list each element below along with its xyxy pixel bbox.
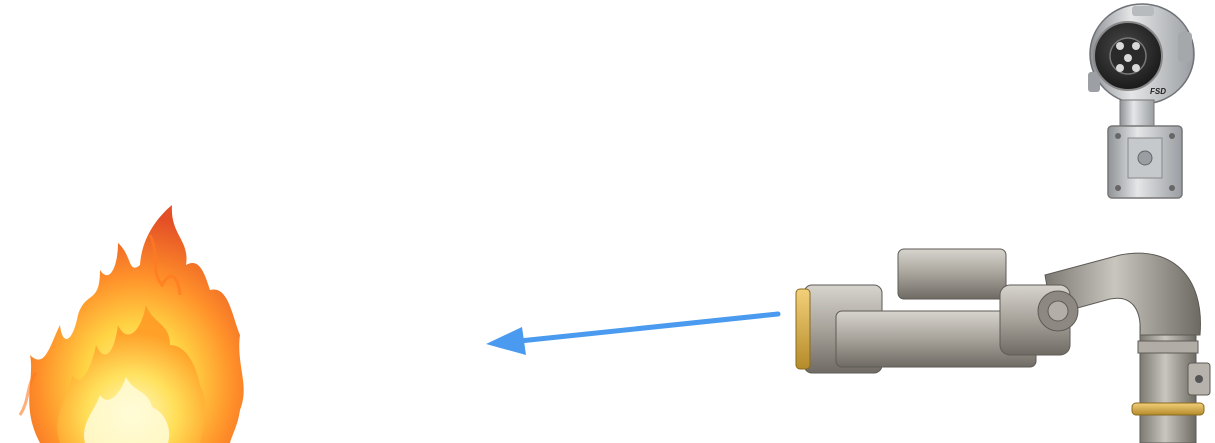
spray-direction-arrow xyxy=(480,300,790,360)
arrow-left-icon xyxy=(480,300,790,360)
water-cannon xyxy=(790,245,1215,443)
flame-detector: FSD xyxy=(1080,2,1198,202)
flame-detector-icon: FSD xyxy=(1080,2,1198,202)
detector-brand-label: FSD xyxy=(1150,87,1166,96)
fire-icon xyxy=(0,195,260,443)
fire-illustration xyxy=(0,195,260,443)
water-cannon-icon xyxy=(790,245,1215,443)
